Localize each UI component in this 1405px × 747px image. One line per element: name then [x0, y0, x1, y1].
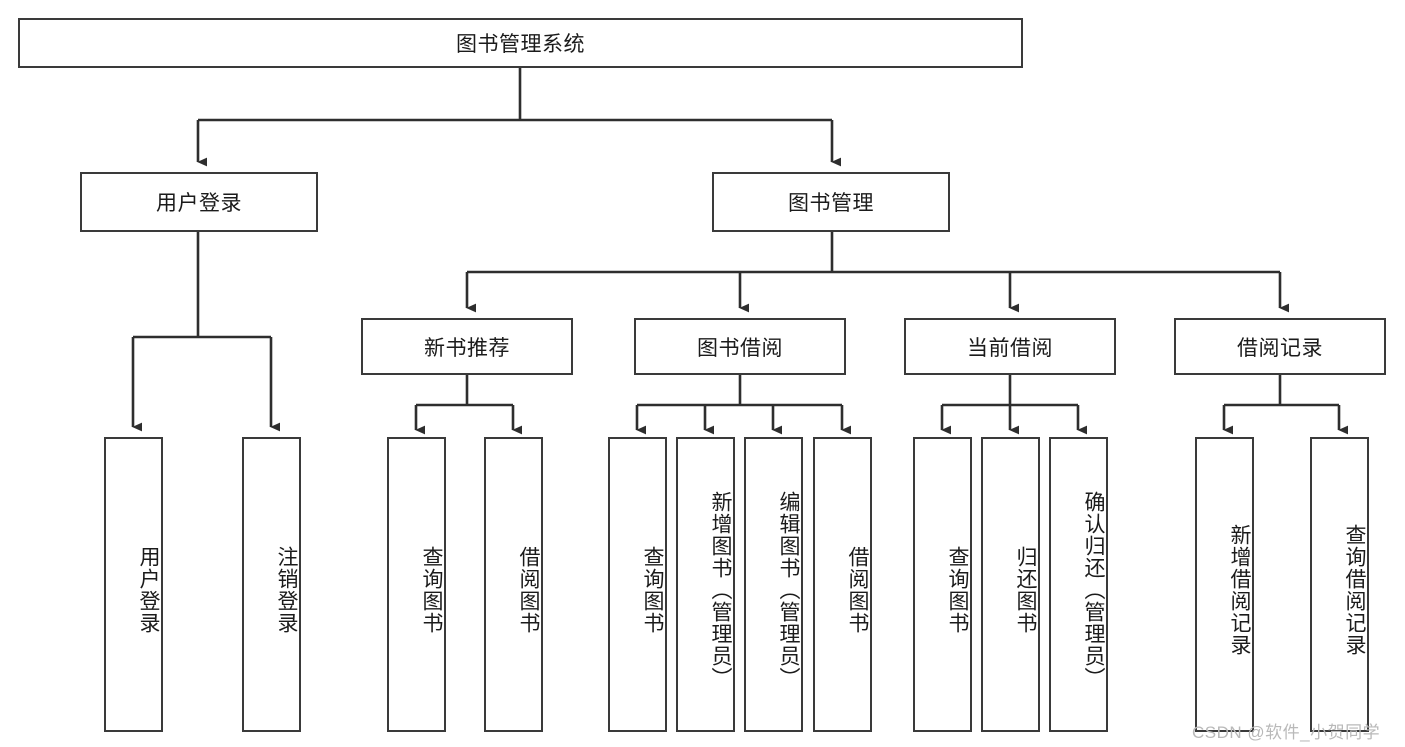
node-label: 借阅记录	[1237, 336, 1323, 360]
node-label: 借阅图书	[517, 545, 540, 634]
node-label: 注销登录	[275, 545, 298, 634]
leaf-add-borrow-record[interactable]: 新增借阅记录	[1195, 437, 1254, 732]
leaf-add-book-admin[interactable]: 新增图书（管理员）	[676, 437, 735, 732]
leaf-borrow-book[interactable]: 借阅图书	[813, 437, 872, 732]
node-borrow-record[interactable]: 借阅记录	[1174, 318, 1386, 375]
leaf-borrow-book-recommend[interactable]: 借阅图书	[484, 437, 543, 732]
node-label: 查询借阅记录	[1343, 523, 1366, 656]
node-label: 归还图书	[1014, 545, 1037, 634]
leaf-query-book-recommend[interactable]: 查询图书	[387, 437, 446, 732]
node-label: 用户登录	[156, 192, 242, 215]
node-label: 新增图书（管理员）	[709, 490, 732, 689]
leaf-query-borrow-record[interactable]: 查询借阅记录	[1310, 437, 1369, 732]
leaf-user-login[interactable]: 用户登录	[104, 437, 163, 732]
leaf-edit-book-admin[interactable]: 编辑图书（管理员）	[744, 437, 803, 732]
node-label: 新增借阅记录	[1228, 523, 1251, 656]
node-label: 查询图书	[641, 545, 664, 634]
node-user-login-group[interactable]: 用户登录	[80, 172, 318, 232]
node-label: 图书借阅	[697, 336, 783, 360]
leaf-query-book-current[interactable]: 查询图书	[913, 437, 972, 732]
node-label: 查询图书	[420, 545, 443, 634]
node-label: 用户登录	[137, 545, 160, 634]
node-current-borrow[interactable]: 当前借阅	[904, 318, 1116, 375]
node-label: 查询图书	[946, 545, 969, 634]
node-label: 图书管理	[788, 192, 874, 215]
leaf-query-book-borrow[interactable]: 查询图书	[608, 437, 667, 732]
node-label: 借阅图书	[846, 545, 869, 634]
leaf-logout[interactable]: 注销登录	[242, 437, 301, 732]
node-label: 当前借阅	[967, 336, 1053, 360]
node-label: 确认归还（管理员）	[1082, 490, 1105, 689]
node-label: 编辑图书（管理员）	[777, 490, 800, 689]
leaf-return-book[interactable]: 归还图书	[981, 437, 1040, 732]
node-book-management-group[interactable]: 图书管理	[712, 172, 950, 232]
node-label: 新书推荐	[424, 336, 510, 360]
node-new-book-recommend[interactable]: 新书推荐	[361, 318, 573, 375]
node-root-system[interactable]: 图书管理系统	[18, 18, 1023, 68]
watermark-text: CSDN @软件_小贺同学	[1192, 723, 1381, 742]
node-book-borrow[interactable]: 图书借阅	[634, 318, 846, 375]
leaf-confirm-return-admin[interactable]: 确认归还（管理员）	[1049, 437, 1108, 732]
node-label: 图书管理系统	[456, 33, 585, 56]
